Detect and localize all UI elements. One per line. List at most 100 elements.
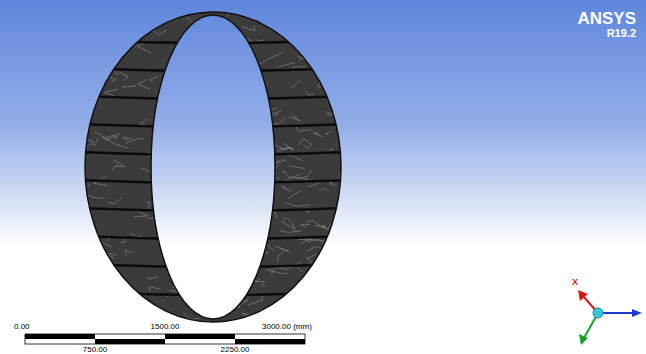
scale-label: 3000.00 (mm) bbox=[262, 323, 312, 331]
mesh-edge bbox=[146, 202, 150, 203]
mesh-edge bbox=[225, 136, 228, 137]
mesh-edge bbox=[108, 202, 114, 203]
mesh-edge bbox=[242, 313, 248, 314]
mesh-edge bbox=[292, 320, 295, 321]
mesh-band bbox=[80, 96, 346, 99]
mesh-edge bbox=[164, 101, 166, 103]
mesh-edge bbox=[123, 137, 128, 141]
mesh-edge bbox=[213, 24, 227, 26]
mesh-edge bbox=[288, 310, 295, 311]
mesh-edge bbox=[175, 261, 176, 264]
mesh-edge bbox=[134, 215, 148, 217]
mesh-edge bbox=[236, 55, 247, 61]
mesh-edge bbox=[150, 287, 161, 289]
mesh-edge bbox=[107, 44, 114, 47]
mesh-edge bbox=[88, 184, 89, 186]
mesh-edge bbox=[115, 301, 124, 302]
mesh-edge bbox=[273, 165, 278, 171]
scale-label: 1500.00 bbox=[151, 323, 180, 331]
mesh-edge bbox=[279, 147, 292, 149]
mesh-edge bbox=[235, 124, 247, 128]
mesh-edge bbox=[129, 34, 131, 35]
mesh-edge bbox=[102, 299, 113, 302]
mesh-edge bbox=[87, 79, 91, 81]
mesh-band bbox=[80, 264, 346, 267]
mesh-edge bbox=[217, 207, 222, 210]
mesh-edge bbox=[183, 74, 191, 77]
mesh-edge bbox=[330, 18, 337, 24]
mesh-edge bbox=[327, 241, 329, 243]
mesh-edge bbox=[318, 276, 325, 278]
mesh-edge bbox=[335, 107, 337, 109]
mesh-edge bbox=[201, 102, 203, 105]
mesh-edge bbox=[279, 117, 287, 124]
mesh-edge bbox=[129, 13, 142, 15]
mesh-edge bbox=[120, 242, 126, 243]
mesh-edge bbox=[291, 42, 304, 43]
mesh-edge bbox=[324, 224, 326, 227]
ring-outline bbox=[85, 12, 341, 322]
mesh-edge bbox=[311, 18, 318, 20]
mesh-edge bbox=[148, 203, 150, 209]
mesh-band bbox=[80, 124, 346, 127]
mesh-edge bbox=[169, 246, 175, 248]
mesh-edge bbox=[310, 51, 316, 54]
mesh-edge bbox=[261, 95, 264, 99]
mesh-edge bbox=[225, 137, 227, 142]
mesh-edge bbox=[138, 85, 150, 89]
mesh-edge bbox=[271, 165, 274, 170]
mesh-edge bbox=[306, 91, 309, 95]
mesh-edge bbox=[275, 160, 286, 164]
mesh-edge bbox=[187, 141, 196, 148]
mesh-edge bbox=[315, 225, 326, 227]
mesh-edge bbox=[124, 295, 125, 300]
mesh-edge bbox=[285, 202, 297, 206]
mesh-edge bbox=[313, 66, 315, 68]
mesh-edge bbox=[266, 268, 279, 271]
mesh-edge bbox=[318, 278, 323, 282]
mesh-edge bbox=[222, 92, 227, 94]
mesh-edge bbox=[119, 72, 128, 76]
mesh-edge bbox=[237, 64, 241, 65]
mesh-edge bbox=[329, 182, 335, 185]
mesh-edge bbox=[325, 27, 340, 34]
mesh-edge bbox=[75, 45, 90, 50]
mesh-edge bbox=[329, 32, 343, 33]
mesh-edge bbox=[89, 81, 90, 88]
mesh-edge bbox=[311, 286, 319, 289]
mesh-edge bbox=[247, 199, 262, 202]
mesh-edge bbox=[222, 55, 231, 60]
mesh-edge bbox=[102, 274, 107, 276]
mesh-edge bbox=[165, 227, 178, 230]
mesh-edge bbox=[269, 270, 273, 272]
mesh-edge bbox=[142, 12, 148, 15]
mesh-edge bbox=[148, 14, 156, 17]
mesh-edge bbox=[199, 180, 212, 183]
mesh-band bbox=[80, 236, 346, 239]
mesh-edge bbox=[197, 278, 211, 282]
mesh-edge bbox=[258, 59, 269, 65]
mesh-edge bbox=[113, 47, 120, 49]
mesh-edge bbox=[224, 133, 233, 137]
mesh-edge bbox=[255, 209, 265, 216]
mesh-edge bbox=[304, 46, 310, 52]
mesh-edge bbox=[289, 166, 290, 167]
mesh-edge bbox=[149, 76, 158, 80]
mesh-edge bbox=[193, 157, 197, 163]
mesh-edge bbox=[141, 168, 145, 170]
mesh-edge bbox=[254, 25, 255, 31]
mesh-edge bbox=[78, 158, 85, 164]
mesh-edge bbox=[303, 300, 308, 302]
mesh-edge bbox=[269, 52, 283, 58]
mesh-edge bbox=[212, 185, 220, 191]
mesh-edge bbox=[231, 83, 236, 86]
mesh-edge bbox=[236, 140, 250, 145]
mesh-edge bbox=[292, 316, 301, 320]
mesh-edge bbox=[176, 265, 180, 267]
mesh-edge bbox=[249, 156, 260, 157]
mesh-edge bbox=[212, 181, 214, 183]
mesh-edge bbox=[174, 137, 175, 138]
mesh-edge bbox=[195, 75, 208, 81]
mesh-edge bbox=[282, 187, 287, 190]
mesh-edge bbox=[256, 77, 264, 80]
